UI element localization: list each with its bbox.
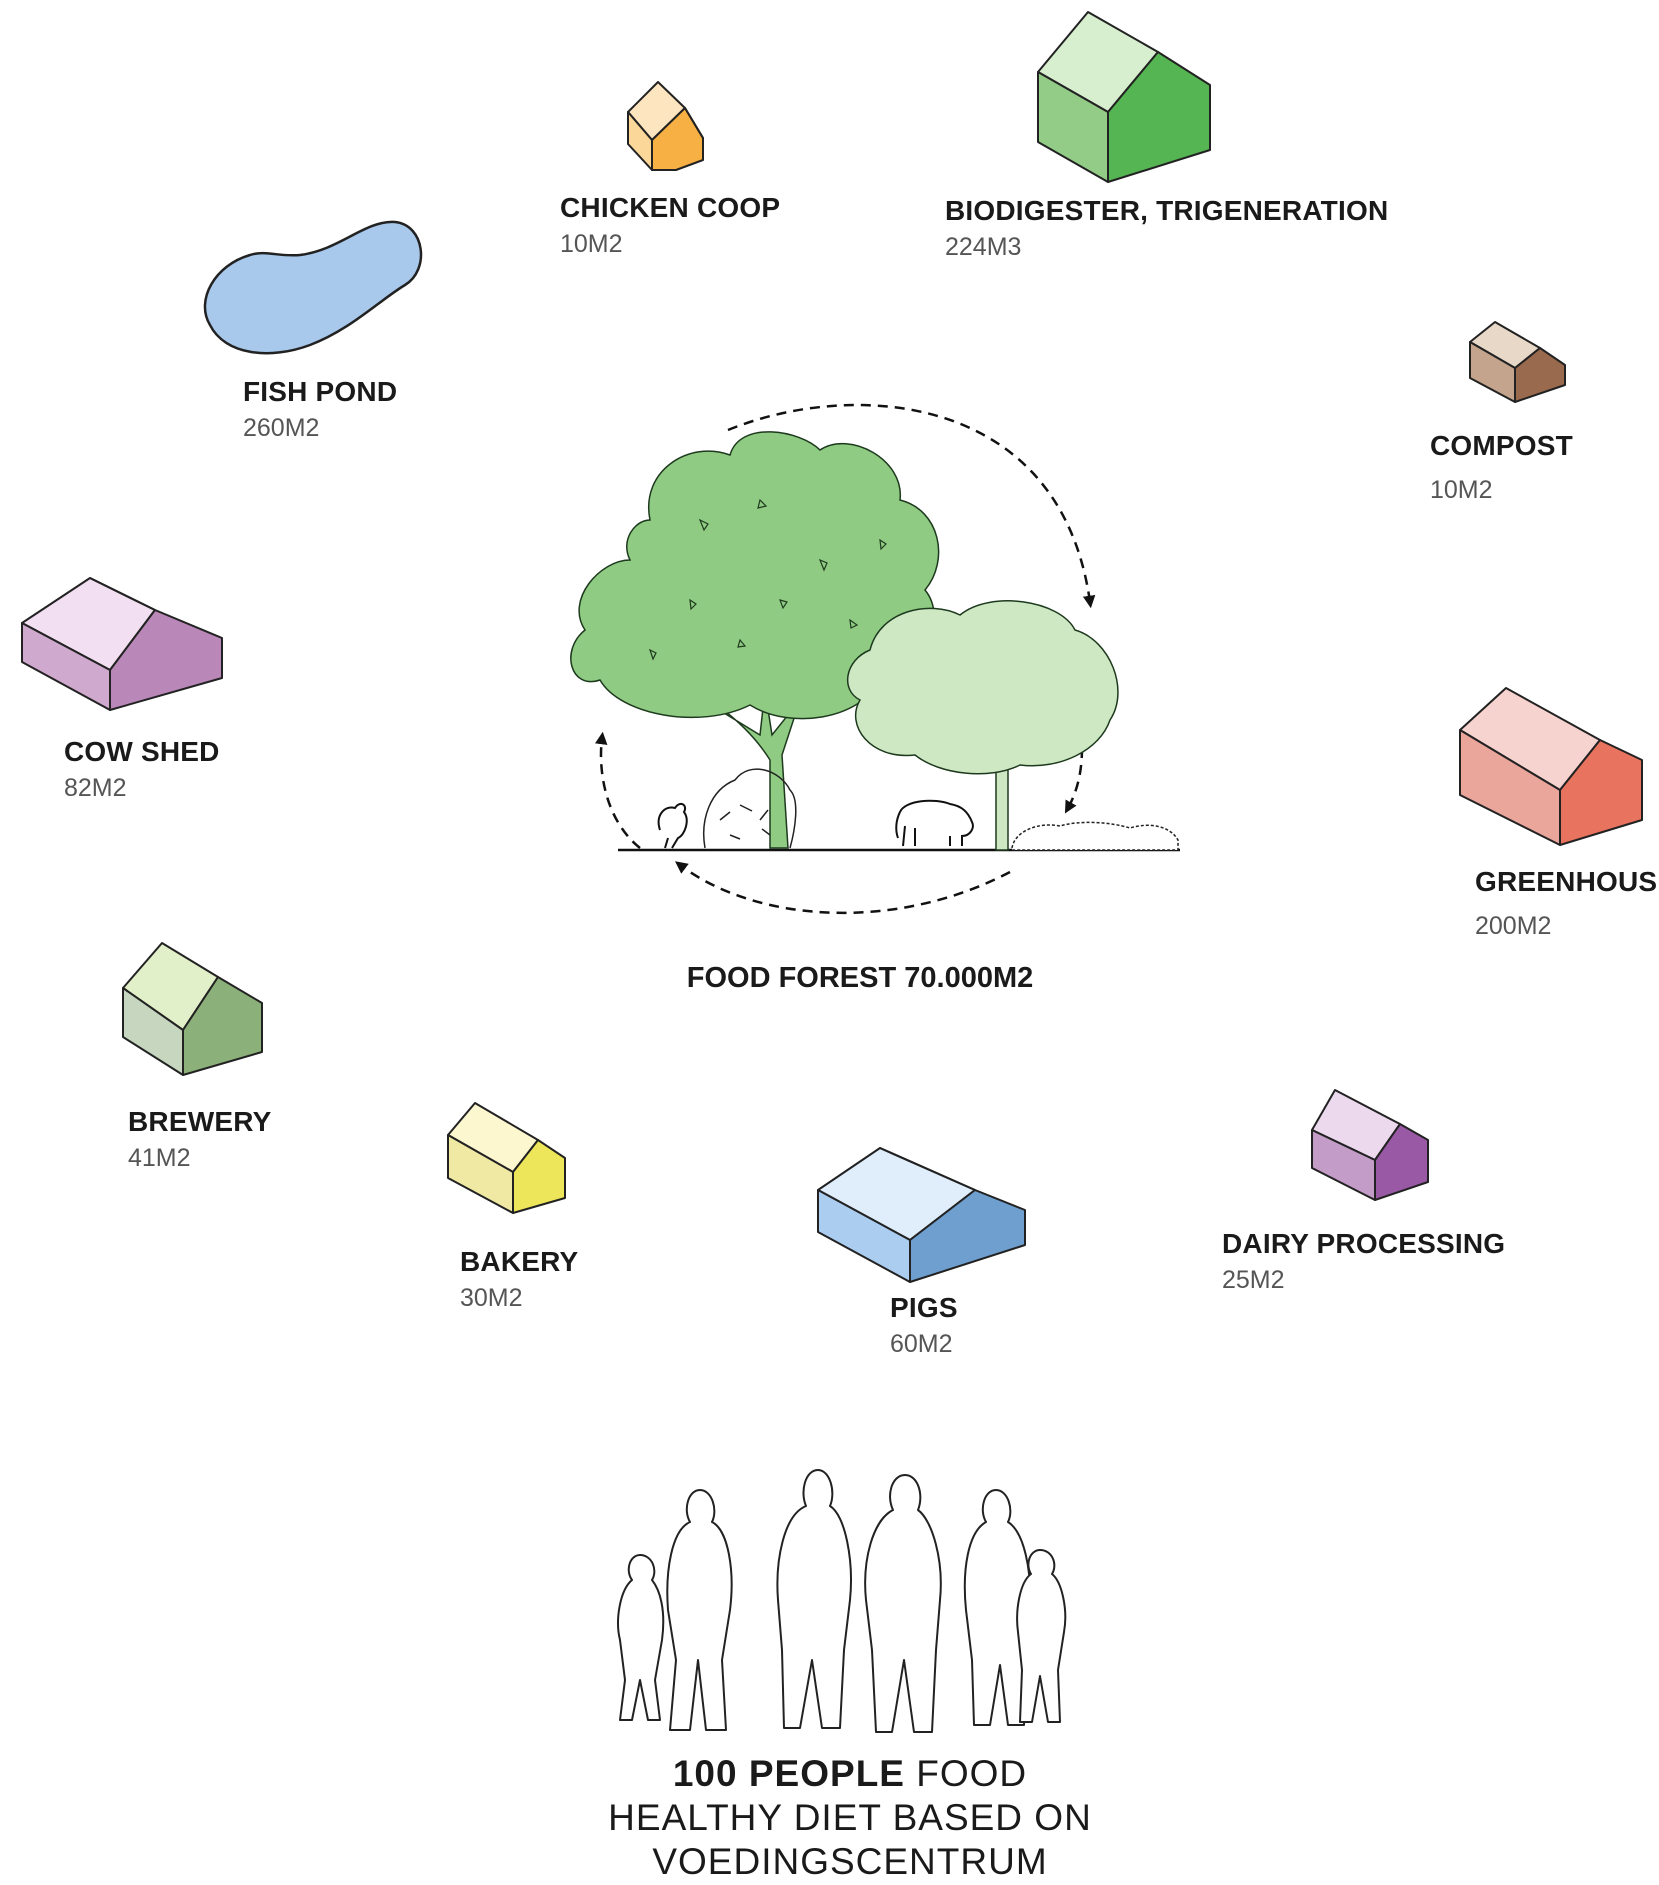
compost-icon: [1469, 321, 1566, 403]
bush-icon: [703, 768, 797, 849]
biodigester-icon: [1037, 11, 1211, 183]
cow-shed-icon: [21, 577, 223, 711]
fish-pond-area: 260M2: [243, 414, 320, 442]
small-tree-icon: [846, 600, 1119, 851]
bakery-name: BAKERY: [460, 1246, 579, 1277]
people-caption-line1-rest: FOOD: [904, 1753, 1028, 1794]
bakery-area: 30M2: [460, 1284, 523, 1312]
chicken-coop-name: CHICKEN COOP: [560, 192, 781, 223]
cycle-arrows: [595, 403, 1096, 915]
dairy-processing-area: 25M2: [1222, 1266, 1285, 1294]
food-forest-title: FOOD FOREST 70.000M2: [686, 962, 1034, 994]
compost-area: 10M2: [1430, 476, 1493, 504]
greenhouse-area: 200M2: [1475, 912, 1552, 940]
dairy-processing-icon: [1311, 1089, 1429, 1201]
greenhouse-label: GREENHOUSE 200M2: [1475, 866, 1659, 941]
pigs-area: 60M2: [890, 1330, 953, 1358]
people-caption: 100 PEOPLE FOOD HEALTHY DIET BASED ON VO…: [0, 1752, 1659, 1884]
pigs-name: PIGS: [890, 1292, 958, 1323]
cow-shed-name: COW SHED: [64, 736, 220, 767]
biodigester-label: BIODIGESTER, TRIGENERATION 224M3: [945, 195, 1388, 262]
dairy-processing-label: DAIRY PROCESSING 25M2: [1222, 1228, 1505, 1295]
brewery-name: BREWERY: [128, 1106, 272, 1137]
bakery-icon: [447, 1102, 566, 1214]
greenhouse-name: GREENHOUSE: [1475, 866, 1659, 897]
brewery-area: 41M2: [128, 1144, 191, 1172]
people-count: 100 PEOPLE: [672, 1753, 905, 1794]
greenhouse-icon: [1459, 687, 1643, 846]
pigs-icon: [817, 1147, 1026, 1283]
brewery-label: BREWERY 41M2: [128, 1106, 271, 1173]
chicken-icon: [657, 802, 688, 849]
chicken-coop-icon: [627, 81, 704, 171]
people-silhouettes-icon: [617, 1469, 1067, 1733]
people-caption-line2: HEALTHY DIET BASED ON: [608, 1797, 1092, 1838]
compost-name: COMPOST: [1430, 430, 1573, 461]
cow-icon: [895, 799, 974, 847]
biodigester-name: BIODIGESTER, TRIGENERATION: [945, 195, 1389, 226]
bakery-label: BAKERY 30M2: [460, 1246, 578, 1313]
pigs-label: PIGS 60M2: [890, 1292, 958, 1359]
dairy-processing-name: DAIRY PROCESSING: [1222, 1228, 1506, 1259]
fish-pond-label: FISH POND 260M2: [243, 376, 397, 443]
hedge-icon: [1011, 821, 1179, 851]
cow-shed-label: COW SHED 82M2: [64, 736, 220, 803]
chicken-coop-area: 10M2: [560, 230, 623, 258]
biodigester-area: 224M3: [945, 233, 1022, 261]
people-caption-line3: VOEDINGSCENTRUM: [652, 1841, 1048, 1882]
people-caption-line1: 100 PEOPLE FOOD: [0, 1752, 1659, 1796]
brewery-icon: [122, 942, 263, 1076]
chicken-coop-label: CHICKEN COOP 10M2: [560, 192, 780, 259]
compost-label: COMPOST 10M2: [1430, 430, 1573, 505]
fish-pond-icon: [203, 220, 423, 355]
fish-pond-name: FISH POND: [243, 376, 398, 407]
cow-shed-area: 82M2: [64, 774, 127, 802]
